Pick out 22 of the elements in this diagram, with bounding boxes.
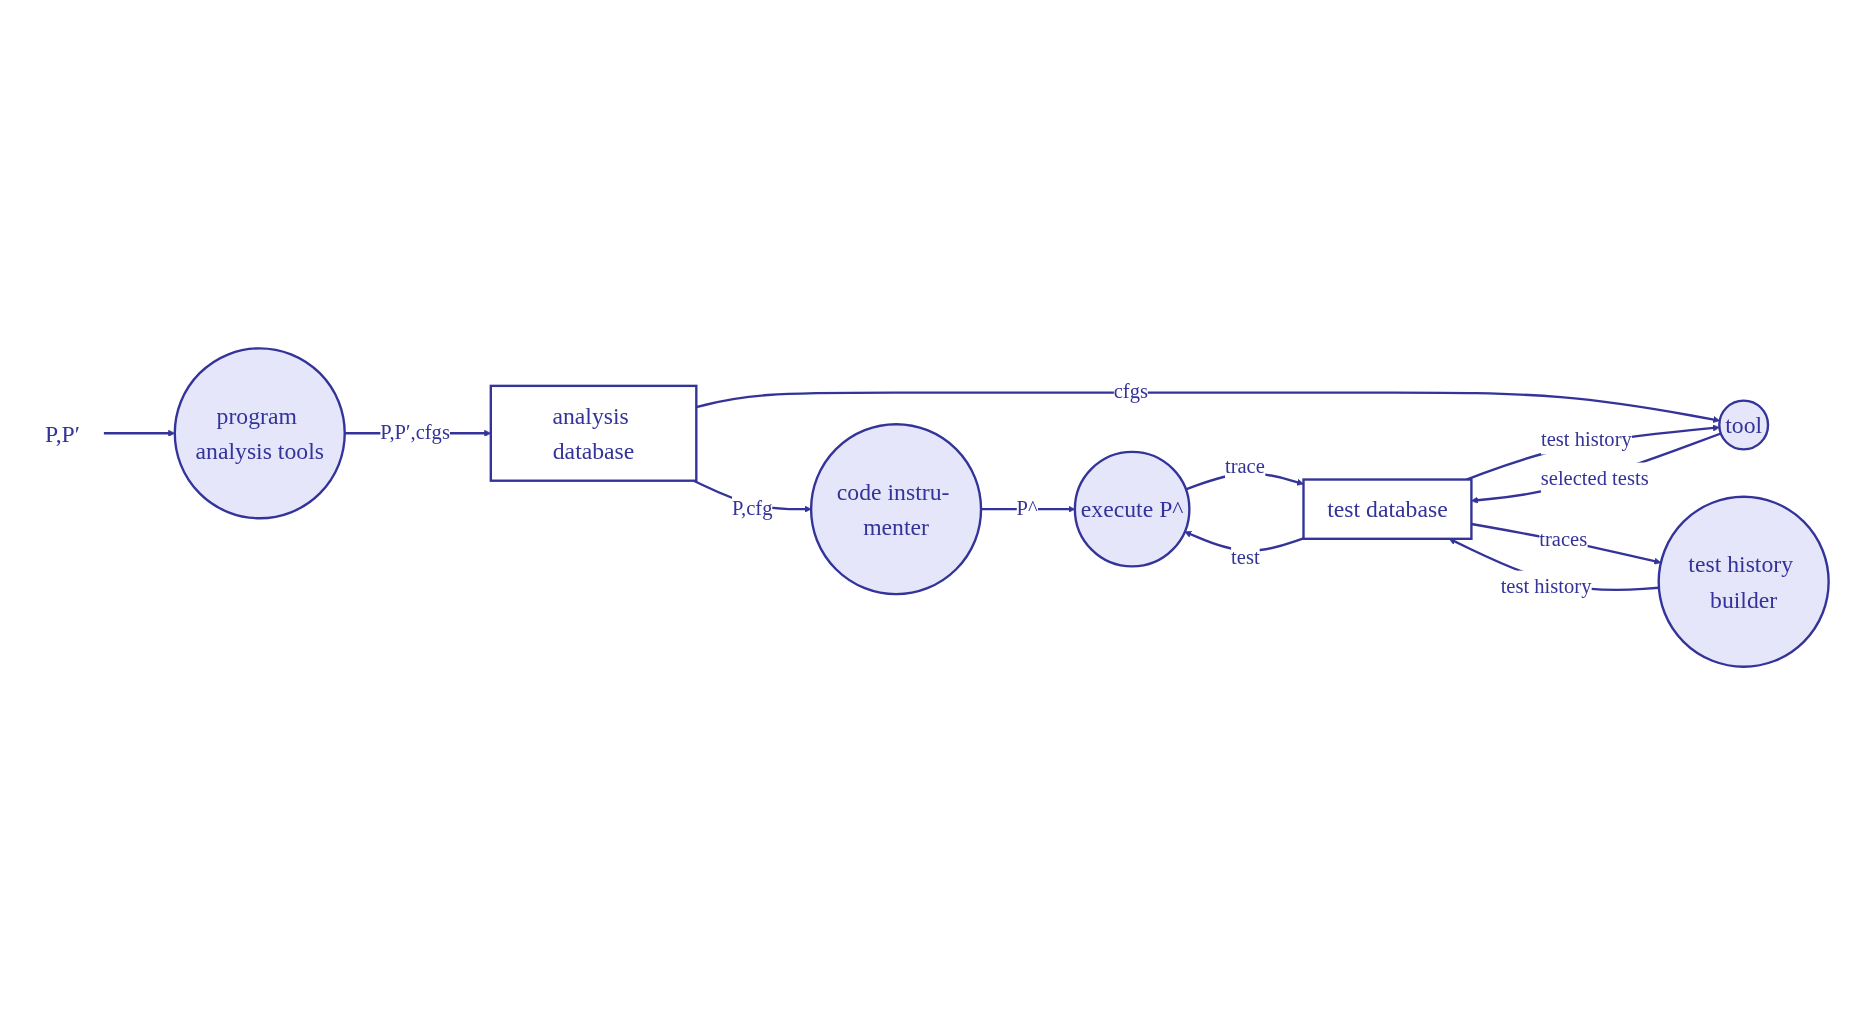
edge-label: selected tests <box>1540 466 1649 490</box>
node-circle: code instru- menter <box>809 423 982 596</box>
arrow <box>1470 522 1661 565</box>
node-box: test database <box>1301 478 1473 540</box>
arrow <box>695 391 1720 423</box>
arrow <box>103 429 175 437</box>
edge-label: test history <box>1540 427 1632 451</box>
node-circle: tool <box>1717 399 1769 451</box>
node-text: P,P′ <box>44 420 80 447</box>
edge-label: test <box>1230 545 1260 569</box>
node-box: analysis database <box>489 384 697 482</box>
edge-label: P^ <box>1016 496 1038 520</box>
edge-label: P,P′,cfgs <box>379 420 450 444</box>
node-circle: test history builder <box>1657 495 1830 668</box>
node-circle: execute P^ <box>1073 450 1191 568</box>
edge-label: P,cfg <box>731 496 772 520</box>
edge-label: test history <box>1500 574 1591 598</box>
node-circle: program analysis tools <box>173 347 346 520</box>
arrow <box>1470 432 1721 504</box>
edge-label: cfgs <box>1113 379 1148 403</box>
edge-label: trace <box>1224 454 1265 478</box>
edge-label: traces <box>1538 527 1587 551</box>
